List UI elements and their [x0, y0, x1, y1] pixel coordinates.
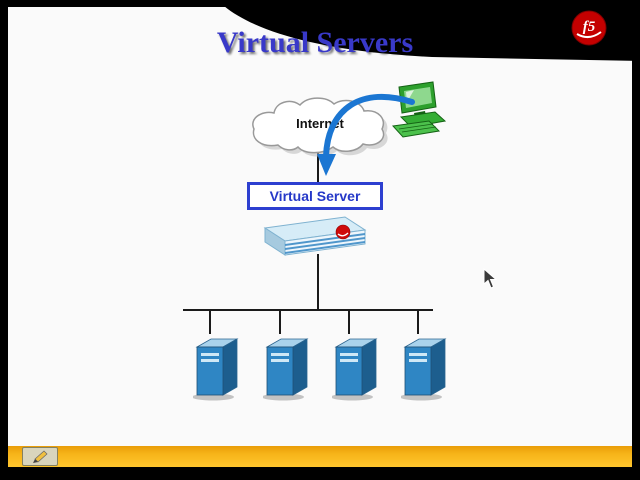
virtual-server-box: Virtual Server — [247, 182, 383, 210]
device-f5-swoosh — [337, 232, 349, 237]
f5-logo-swoosh — [576, 31, 602, 38]
virtual-server-label: Virtual Server — [269, 188, 361, 204]
device-stripe — [285, 241, 365, 254]
server-vent — [340, 353, 358, 356]
corner-curve — [222, 0, 640, 61]
server-tower-icon — [263, 338, 309, 401]
traffic-arrow-icon — [317, 93, 415, 176]
trunk-line — [317, 254, 319, 310]
drop-line — [279, 310, 281, 334]
pencil-tip — [33, 459, 38, 463]
server-vent — [271, 353, 289, 356]
keyboard-line — [398, 123, 434, 130]
bottom-bar — [8, 446, 632, 467]
cloud-shape — [252, 97, 385, 154]
device-f5-ball-icon — [335, 224, 351, 240]
server-vent — [409, 353, 427, 356]
server-side-face — [361, 338, 377, 396]
pencil-body — [34, 450, 48, 463]
server-tower-icon — [401, 338, 447, 401]
internet-cloud-icon — [252, 97, 388, 157]
arrow-cursor — [483, 268, 498, 289]
page-title: Virtual Servers — [216, 26, 414, 59]
server-vent — [201, 359, 219, 362]
f5-logo-icon: f5 — [571, 10, 607, 46]
server-side-face — [430, 338, 446, 396]
arrow-head — [317, 154, 336, 176]
server-vent — [340, 359, 358, 362]
keyboard-line — [401, 126, 437, 133]
server-side-face — [292, 338, 308, 396]
drop-line — [209, 310, 211, 334]
server-tower-icon — [193, 338, 239, 401]
drop-line — [417, 310, 419, 334]
pen-tool-button[interactable] — [22, 447, 58, 466]
bus-line — [183, 309, 433, 311]
server-tower-icon — [332, 338, 378, 401]
mouse-cursor-icon — [483, 268, 498, 289]
arrow-curve — [323, 93, 415, 159]
device-stripe — [285, 237, 365, 250]
pencil-icon — [33, 450, 48, 463]
drop-line — [348, 310, 350, 334]
server-side-face — [222, 338, 238, 396]
server-vent — [271, 359, 289, 362]
server-vent — [201, 353, 219, 356]
top-corner-shape — [222, 0, 640, 61]
server-vent — [409, 359, 427, 362]
bigip-device-icon — [263, 216, 367, 256]
cloud-connector-line — [317, 150, 319, 184]
f5-logo-text: f5 — [583, 19, 596, 35]
